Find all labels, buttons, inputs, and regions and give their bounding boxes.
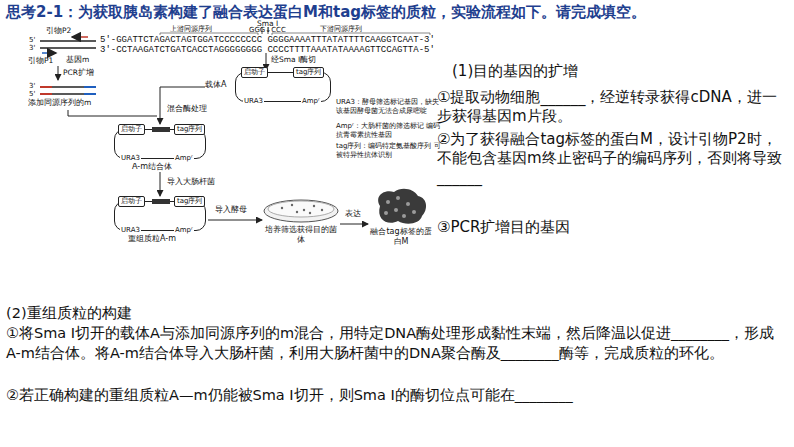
strand-end: 5' bbox=[29, 90, 35, 99]
dna-strand: 3'-CCTAAGATCTGATCACCTAGGGGGGGG CCCCTTTTA… bbox=[100, 45, 435, 56]
question-text: ②若正确构建的重组质粒A—m仍能被Sma I切开，则Sma I的酶切位点可能在_… bbox=[6, 385, 786, 405]
step-label: 表达 bbox=[344, 209, 362, 219]
gene-label: Ampʳ bbox=[174, 226, 194, 235]
flow-arrow bbox=[160, 172, 161, 196]
petri-dish: 培养筛选获得目的菌体 bbox=[262, 198, 340, 250]
plasmid: 载体A URA3 Ampʳ 启动子 tag序列 bbox=[205, 66, 335, 108]
legend-note: Ampʳ：大肠杆菌的筛选标记 编码抗青霉素抗性基因 bbox=[336, 122, 444, 140]
box-text: 启动子 bbox=[121, 197, 142, 205]
promoter-box: 启动子 bbox=[241, 67, 268, 78]
box-text: 启动子 bbox=[244, 68, 265, 76]
step-label: PCR扩增 bbox=[63, 68, 94, 77]
tag-box: tag序列 bbox=[174, 124, 205, 135]
question-text: ③PCR扩增目的基因 bbox=[437, 218, 782, 237]
legend-note: tag序列：编码特定氨基酸序列 可被特异性抗体识别 bbox=[336, 142, 444, 160]
gene-label: Ampʳ bbox=[301, 97, 321, 106]
box-text: 启动子 bbox=[121, 125, 142, 133]
question-text: ①将Sma I切开的载体A与添加同源序列的m混合，用特定DNA酶处理形成黏性末端… bbox=[6, 323, 786, 363]
cut-site: GGG↓CCC bbox=[249, 26, 286, 35]
step-label: 导入大肠杆菌 bbox=[166, 177, 216, 187]
box-text: tag序列 bbox=[177, 197, 202, 205]
dna-strand: 5'-GGATTCTAGACTAGTGGATCCCCCCCC GGGGAAAAT… bbox=[100, 35, 435, 46]
step-label: 导入酵母 bbox=[214, 205, 248, 215]
legend-note: URA3：酵母筛选标记基因，缺失该基因酵母菌无法合成尿嘧啶 bbox=[336, 98, 444, 116]
gene-label: URA3 bbox=[243, 97, 264, 106]
protein-icon bbox=[368, 186, 434, 226]
strand-end: 5' bbox=[29, 36, 35, 45]
plasmid: 重组质粒A-mURA3Ampʳ启动子tag序列 bbox=[112, 196, 208, 244]
box-text: tag序列 bbox=[177, 125, 202, 133]
strand-end: 3' bbox=[29, 82, 35, 91]
sequence-label: 上游同源序列 bbox=[170, 25, 212, 34]
plasmid: A-m结合体URA3Ampʳ启动子tag序列 bbox=[112, 124, 208, 172]
sequence-label: 下游同源序列 bbox=[320, 25, 362, 34]
question-text: ①提取动物细胞______，经逆转录获得cDNA，进一步获得基因m片段。 bbox=[437, 88, 782, 126]
dish-icon bbox=[262, 198, 340, 226]
question-text: ②为了获得融合tag标签的蛋白M，设计引物P2时，不能包含基因m终止密码子的编码… bbox=[437, 130, 782, 187]
dish-caption: 培养筛选获得目的菌体 bbox=[262, 225, 340, 245]
protein-cluster: 融合tag标签的蛋白M bbox=[368, 186, 434, 250]
slide-title: 思考2-1：为获取胰岛素构建了融合表达蛋白M和tag标签的质粒，实验流程如下。请… bbox=[6, 3, 646, 22]
tag-box: tag序列 bbox=[293, 67, 324, 78]
box-text: tag序列 bbox=[296, 68, 321, 76]
protein-caption: 融合tag标签的蛋白M bbox=[368, 227, 434, 247]
section-heading: (1)目的基因的扩增 bbox=[452, 62, 578, 81]
step-label: 混合酶处理 bbox=[166, 104, 208, 114]
step-label: 经Sma I酶切 bbox=[271, 55, 316, 64]
strand-end: 3' bbox=[29, 44, 35, 53]
section-heading: (2)重组质粒的构建 bbox=[6, 303, 132, 323]
primer-label: 引物P1 bbox=[28, 56, 53, 65]
gene-m-segment bbox=[152, 127, 170, 132]
product-label: 添加同源序列的m bbox=[28, 98, 91, 107]
flow-arrow bbox=[208, 220, 262, 221]
gene-label: URA3 bbox=[120, 226, 141, 235]
promoter-box: 启动子 bbox=[118, 124, 145, 135]
tag-box: tag序列 bbox=[174, 196, 205, 207]
gene-label: URA3 bbox=[120, 154, 141, 163]
primer-label: 引物P2 bbox=[46, 26, 71, 35]
gene-label: 基因m bbox=[66, 55, 89, 64]
gene-label: Ampʳ bbox=[174, 154, 194, 163]
promoter-box: 启动子 bbox=[118, 196, 145, 207]
gene-m-segment bbox=[152, 199, 170, 204]
flow-arrow bbox=[340, 224, 368, 225]
plasmid-label: 载体A bbox=[205, 79, 226, 90]
